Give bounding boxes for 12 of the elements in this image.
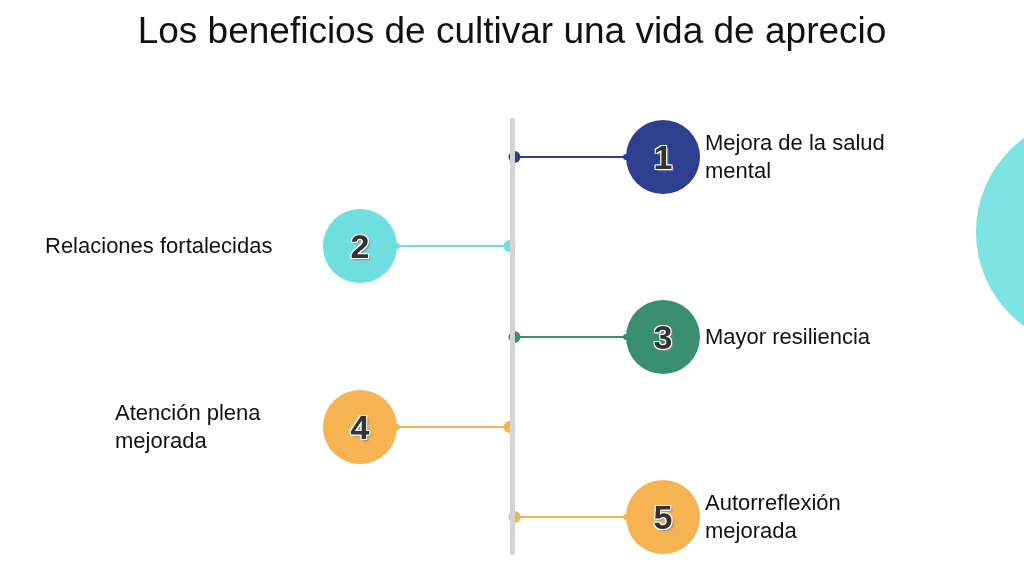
step-number: 5 — [653, 497, 673, 537]
title: Los beneficios de cultivar una vida de aprecio — [136, 10, 888, 52]
benefit-label: Mayor resiliencia — [705, 323, 872, 351]
step-number: 2 — [350, 226, 370, 266]
benefit-label: Mejora de la salud mental — [705, 129, 886, 185]
benefit-label: Autorreflexión mejorada — [705, 489, 842, 545]
benefit-label: Atención plena mejorada — [115, 399, 262, 455]
step-number: 3 — [653, 317, 673, 357]
benefit-label: Relaciones fortalecidas — [45, 232, 274, 260]
step-number: 4 — [350, 407, 370, 447]
step-number: 1 — [653, 137, 673, 177]
timeline-bar — [509, 118, 515, 555]
